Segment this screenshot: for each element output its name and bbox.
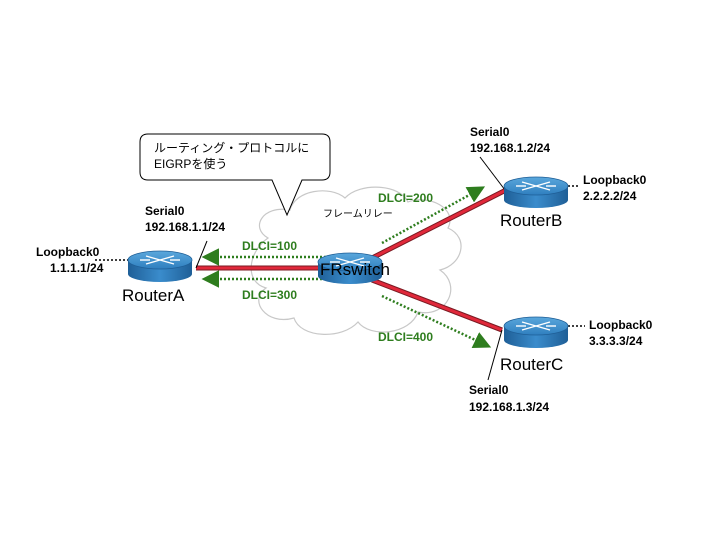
- router-b-serial-ip: 192.168.1.2/24: [470, 141, 550, 155]
- serial-pointers: [195, 156, 506, 381]
- cloud-label: フレームリレー: [323, 208, 393, 220]
- router-c-name: RouterC: [500, 355, 563, 374]
- callout-line-1: ルーティング・プロトコルに: [154, 141, 309, 155]
- dlci-400-label: DLCI=400: [378, 330, 433, 344]
- dlci-200-arrow: [381, 186, 486, 245]
- dlci-400-arrow: [381, 294, 492, 348]
- router-a-name: RouterA: [122, 286, 185, 305]
- router-b-serial-label: Serial0: [470, 125, 510, 139]
- router-c-serial-ip: 192.168.1.3/24: [469, 400, 549, 414]
- router-c-loopback-label: Loopback0: [589, 318, 653, 332]
- router-a-serial-ip: 192.168.1.1/24: [145, 220, 225, 234]
- pvc-arrows: [201, 186, 492, 348]
- router-c-serial-label: Serial0: [469, 383, 509, 397]
- router-a-icon: [127, 250, 193, 282]
- router-b-loopback-ip: 2.2.2.2/24: [583, 189, 637, 203]
- router-c-icon: [503, 316, 569, 348]
- router-b-loopback-label: Loopback0: [583, 173, 647, 187]
- router-b-name: RouterB: [500, 211, 562, 230]
- router-a-serial-label: Serial0: [145, 204, 185, 218]
- frswitch-icon: [317, 252, 383, 284]
- dlci-100-label: DLCI=100: [242, 239, 297, 253]
- callout-bubble: [139, 133, 331, 217]
- router-a-loopback-label: Loopback0: [36, 245, 100, 259]
- router-a-loopback-ip: 1.1.1.1/24: [50, 261, 104, 275]
- router-c-loopback-ip: 3.3.3.3/24: [589, 334, 643, 348]
- dlci-200-label: DLCI=200: [378, 191, 433, 205]
- router-b-icon: [503, 176, 569, 208]
- frswitch-name: FRswitch: [320, 260, 390, 279]
- dlci-300-label: DLCI=300: [242, 288, 297, 302]
- callout-line-2: EIGRPを使う: [154, 156, 227, 171]
